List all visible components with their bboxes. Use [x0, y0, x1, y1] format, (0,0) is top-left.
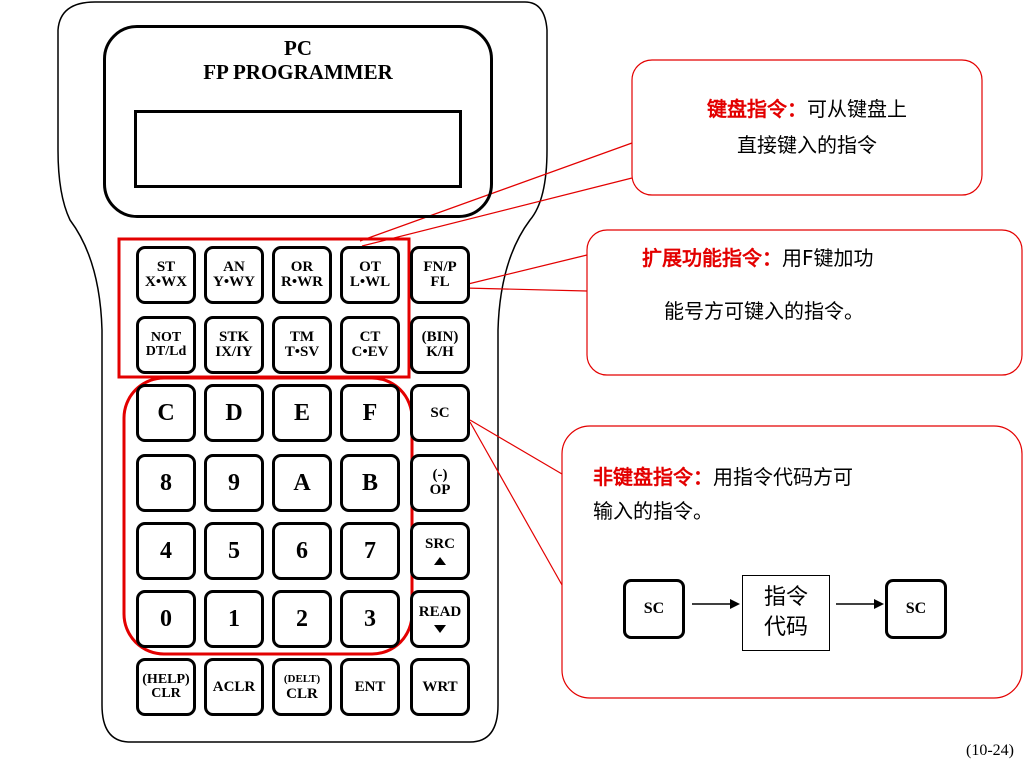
leader-extended-bottom: [463, 287, 588, 292]
key-ent[interactable]: ENT: [340, 658, 400, 716]
key-f[interactable]: F: [340, 384, 400, 442]
flow-sc-end: SC: [885, 579, 947, 639]
leader-nonkeyboard-top: [469, 419, 563, 475]
leader-extended-top: [463, 254, 588, 286]
key-bin[interactable]: (BIN)K/H: [410, 316, 470, 374]
key-8[interactable]: 8: [136, 454, 196, 512]
callout-extended-line1: 扩展功能指令：用F键加功: [642, 246, 874, 270]
key-1[interactable]: 1: [204, 590, 264, 648]
flow-arrowhead-1: [730, 599, 740, 609]
triangle-up-icon: [434, 557, 446, 565]
flow-arrowhead-2: [874, 599, 884, 609]
key-3[interactable]: 3: [340, 590, 400, 648]
key-help-clr[interactable]: (HELP)CLR: [136, 658, 196, 716]
triangle-down-icon: [434, 625, 446, 633]
key-4[interactable]: 4: [136, 522, 196, 580]
key-read[interactable]: READ: [410, 590, 470, 648]
brand-title-line2: FP PROGRAMMER: [203, 60, 393, 84]
key-sc[interactable]: SC: [410, 384, 470, 442]
flow-sc-start: SC: [623, 579, 685, 639]
brand-title-line1: PC: [284, 36, 312, 60]
flow-code-line1: 指令: [763, 585, 808, 610]
key-2[interactable]: 2: [272, 590, 332, 648]
callout-extended-line2: 能号方可键入的指令。: [664, 299, 864, 323]
flow-instruction-code: 指令 代码: [742, 575, 830, 651]
callout-keyboard-line1: 键盘指令：可从键盘上: [707, 97, 907, 121]
display-frame: [103, 25, 493, 218]
key-b[interactable]: B: [340, 454, 400, 512]
key-e[interactable]: E: [272, 384, 332, 442]
key-d[interactable]: D: [204, 384, 264, 442]
key-delt-clr[interactable]: (DELT)CLR: [272, 658, 332, 716]
page-number: (10-24): [966, 742, 1014, 759]
lcd-screen: [134, 110, 462, 188]
leader-nonkeyboard-bottom: [469, 421, 563, 586]
key-5[interactable]: 5: [204, 522, 264, 580]
key-a[interactable]: A: [272, 454, 332, 512]
callout-nonkeyboard-line1: 非键盘指令：用指令代码方可: [593, 465, 853, 489]
key-6[interactable]: 6: [272, 522, 332, 580]
key-op[interactable]: (-)OP: [410, 454, 470, 512]
key-0[interactable]: 0: [136, 590, 196, 648]
key-c[interactable]: C: [136, 384, 196, 442]
key-wrt[interactable]: WRT: [410, 658, 470, 716]
key-src[interactable]: SRC: [410, 522, 470, 580]
key-7[interactable]: 7: [340, 522, 400, 580]
callout-keyboard-line2: 直接键入的指令: [737, 133, 877, 157]
key-aclr[interactable]: ACLR: [204, 658, 264, 716]
flow-code-line2: 代码: [763, 615, 808, 640]
callout-nonkeyboard-line2: 输入的指令。: [593, 499, 713, 523]
key-9[interactable]: 9: [204, 454, 264, 512]
